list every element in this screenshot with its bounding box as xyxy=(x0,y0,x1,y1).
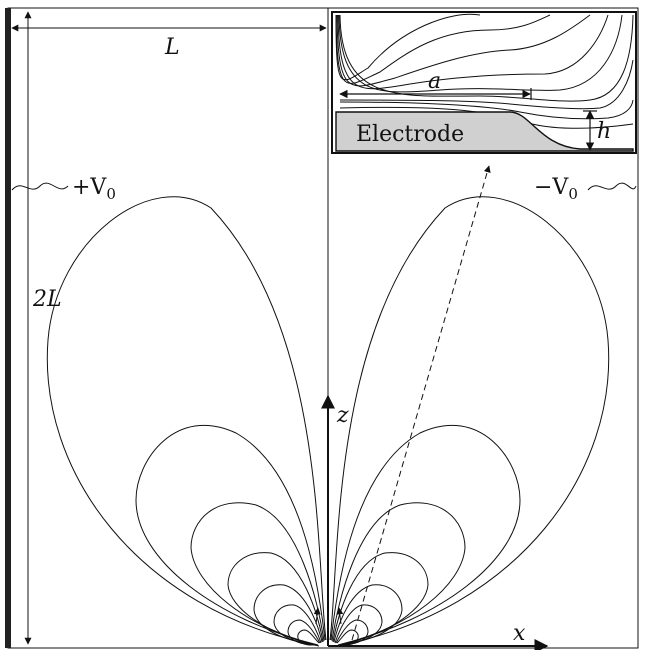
inset-electrode xyxy=(335,111,634,152)
label-electrode: Electrode xyxy=(356,122,464,147)
label-2L: 2L xyxy=(32,287,62,312)
label-plus-v0: +V0 xyxy=(72,175,116,203)
flow-arrow-right xyxy=(336,607,344,625)
inset: a Electrode h xyxy=(331,11,637,154)
label-minus-v0: −V0 xyxy=(534,175,578,203)
label-a: a xyxy=(428,69,441,94)
plus-v0-lead xyxy=(11,182,69,191)
label-L: L xyxy=(164,35,180,60)
left-electrode-bar xyxy=(5,8,11,648)
field-lines-left xyxy=(46,196,327,647)
field-lobes xyxy=(46,196,327,647)
inset-pointer xyxy=(351,165,491,641)
label-z: z xyxy=(336,403,349,428)
flow-arrow-left xyxy=(313,607,321,625)
minus-v0-lead xyxy=(587,182,637,191)
label-x: x xyxy=(513,621,526,646)
label-h: h xyxy=(597,119,611,144)
field-lines-right xyxy=(329,196,610,647)
